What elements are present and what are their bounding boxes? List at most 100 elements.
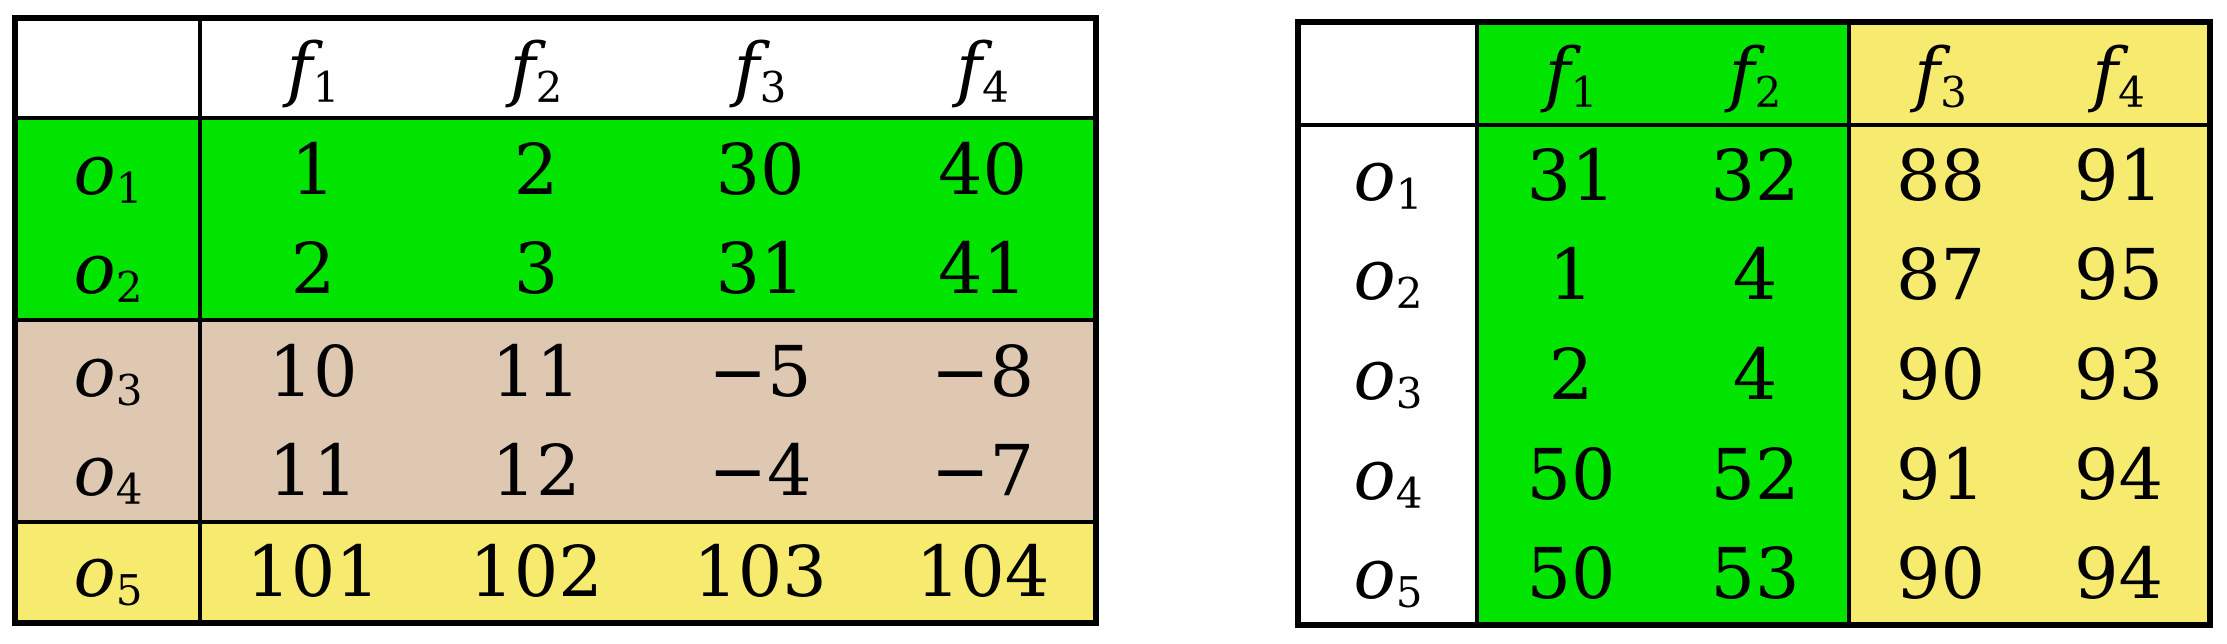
math-base: f <box>956 27 983 110</box>
math-base: f <box>1728 33 1755 115</box>
right-row-label-o5: o5 <box>1298 525 1479 625</box>
left-cell-o3-f4: −8 <box>872 320 1096 421</box>
left-cell-o1-f2: 2 <box>424 118 648 219</box>
right-cell-o2-f1: 1 <box>1477 225 1663 325</box>
left-cell-o1-f4: 40 <box>872 118 1096 219</box>
math-base: o <box>73 429 116 512</box>
right-row-label-o2: o2 <box>1298 225 1479 325</box>
left-row-o4: o4 11 12 −4 −7 <box>15 421 1096 524</box>
right-header-cell-f1: f1 <box>1477 22 1663 127</box>
right-header-cell-f2: f2 <box>1663 22 1851 127</box>
right-cell-o3-f4: 93 <box>2030 325 2210 425</box>
math-base: f <box>2092 33 2119 115</box>
left-table: f1 f2 f3 f4 o1 1 2 30 40 o2 2 3 31 41 o3… <box>12 15 1099 626</box>
right-row-o5: o5 50 53 90 94 <box>1298 525 2210 625</box>
left-cell-o2-f3: 31 <box>648 219 872 322</box>
left-header-row: f1 f2 f3 f4 <box>15 18 1096 120</box>
left-cell-o4-f1: 11 <box>200 421 424 524</box>
left-row-o3: o3 10 11 −5 −8 <box>15 320 1096 421</box>
right-header-cell-f4: f4 <box>2030 22 2210 127</box>
left-row-o5: o5 101 102 103 104 <box>15 522 1096 623</box>
right-cell-o4-f4: 94 <box>2030 425 2210 525</box>
math-sub: 2 <box>115 262 143 312</box>
right-cell-o4-f2: 52 <box>1663 425 1851 525</box>
left-row-o1: o1 1 2 30 40 <box>15 118 1096 219</box>
math-sub: 1 <box>115 163 143 213</box>
right-cell-o3-f3: 90 <box>1849 325 2030 425</box>
left-corner-cell <box>15 18 202 120</box>
math-sub: 3 <box>759 62 787 112</box>
right-row-o2: o2 1 4 87 95 <box>1298 225 2210 325</box>
right-row-o1: o1 31 32 88 91 <box>1298 125 2210 225</box>
left-cell-o2-f1: 2 <box>200 219 424 322</box>
math-base: f <box>286 27 313 110</box>
right-cell-o5-f4: 94 <box>2030 525 2210 625</box>
left-cell-o5-f1: 101 <box>200 522 424 623</box>
right-cell-o1-f2: 32 <box>1663 125 1851 225</box>
math-sub: 4 <box>1395 469 1423 519</box>
right-table: f1 f2 f3 f4 o1 31 32 88 91 o2 1 4 87 95 … <box>1295 19 2213 628</box>
right-row-label-o3: o3 <box>1298 325 1479 425</box>
math-sub: 3 <box>1940 68 1967 118</box>
left-cell-o3-f1: 10 <box>200 320 424 421</box>
right-header-row: f1 f2 f3 f4 <box>1298 22 2210 127</box>
math-sub: 2 <box>535 62 563 112</box>
left-row-o2: o2 2 3 31 41 <box>15 219 1096 322</box>
left-cell-o2-f2: 3 <box>424 219 648 322</box>
math-sub: 1 <box>1395 170 1423 220</box>
left-header-cell-f1: f1 <box>200 18 424 120</box>
math-sub: 2 <box>1754 68 1782 118</box>
math-sub: 1 <box>312 62 340 112</box>
left-row-label-o1: o1 <box>15 118 202 219</box>
right-row-label-o4: o4 <box>1298 425 1479 525</box>
math-base: o <box>1353 135 1396 217</box>
math-base: o <box>1353 234 1396 316</box>
left-row-label-o3: o3 <box>15 320 202 421</box>
math-base: o <box>73 330 116 413</box>
left-row-label-o5: o5 <box>15 522 202 623</box>
math-sub: 2 <box>1395 269 1423 319</box>
math-sub: 4 <box>982 62 1009 112</box>
math-base: o <box>73 128 116 211</box>
left-cell-o4-f4: −7 <box>872 421 1096 524</box>
left-cell-o1-f3: 30 <box>648 118 872 219</box>
math-sub: 1 <box>1570 68 1598 118</box>
left-cell-o3-f2: 11 <box>424 320 648 421</box>
math-sub: 5 <box>1395 567 1423 617</box>
right-row-label-o1: o1 <box>1298 125 1479 225</box>
right-cell-o3-f1: 2 <box>1477 325 1663 425</box>
math-base: o <box>1353 434 1396 516</box>
right-cell-o1-f4: 91 <box>2030 125 2210 225</box>
right-corner-cell <box>1298 22 1479 127</box>
math-base: o <box>73 531 116 613</box>
left-cell-o5-f4: 104 <box>872 522 1096 623</box>
left-cell-o4-f3: −4 <box>648 421 872 524</box>
right-row-o3: o3 2 4 90 93 <box>1298 325 2210 425</box>
math-sub: 4 <box>2118 68 2145 118</box>
math-base: f <box>1544 33 1571 115</box>
left-cell-o5-f2: 102 <box>424 522 648 623</box>
left-row-label-o4: o4 <box>15 421 202 524</box>
left-header-cell-f2: f2 <box>424 18 648 120</box>
math-base: f <box>1914 33 1941 115</box>
right-cell-o2-f3: 87 <box>1849 225 2030 325</box>
math-base: f <box>509 27 536 110</box>
left-cell-o5-f3: 103 <box>648 522 872 623</box>
math-sub: 4 <box>115 464 143 514</box>
left-cell-o1-f1: 1 <box>200 118 424 219</box>
math-base: o <box>1353 532 1396 615</box>
left-header-cell-f3: f3 <box>648 18 872 120</box>
right-cell-o1-f3: 88 <box>1849 125 2030 225</box>
math-sub: 3 <box>115 365 143 415</box>
right-cell-o5-f2: 53 <box>1663 525 1851 625</box>
math-base: f <box>733 27 760 110</box>
right-row-o4: o4 50 52 91 94 <box>1298 425 2210 525</box>
left-row-label-o2: o2 <box>15 219 202 322</box>
left-cell-o4-f2: 12 <box>424 421 648 524</box>
math-base: o <box>73 227 116 310</box>
left-cell-o3-f3: −5 <box>648 320 872 421</box>
right-cell-o3-f2: 4 <box>1663 325 1851 425</box>
right-header-cell-f3: f3 <box>1849 22 2030 127</box>
left-cell-o2-f4: 41 <box>872 219 1096 322</box>
